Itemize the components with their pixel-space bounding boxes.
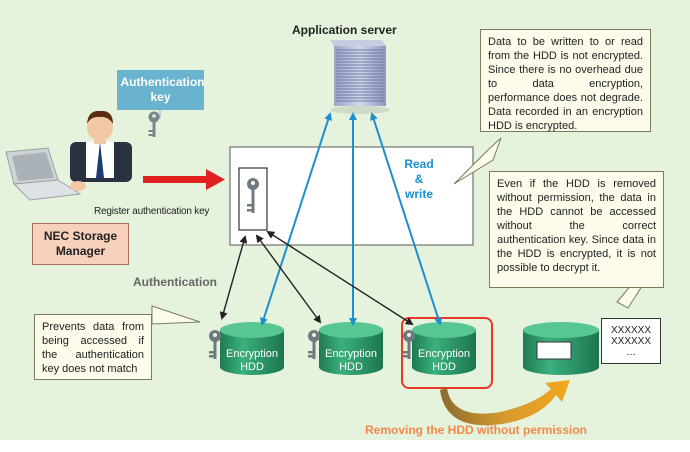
auth-key-box: Authentication key bbox=[117, 70, 205, 110]
auth-key-icon bbox=[148, 111, 160, 137]
decrypt-output-text: XXXXXX XXXXXX … bbox=[610, 324, 652, 358]
administrator-person-icon bbox=[5, 110, 132, 201]
authentication-label: Authentication bbox=[133, 275, 217, 289]
hdd-key-icon bbox=[209, 330, 221, 359]
note-left: Prevents data from being accessed if the… bbox=[34, 314, 152, 380]
hdd-label: Encryption HDD bbox=[226, 348, 278, 373]
hdd-key-icon bbox=[403, 330, 415, 359]
read-write-label: Read & write bbox=[404, 157, 434, 201]
application-server-label: Application server bbox=[292, 23, 397, 37]
note-top-tail bbox=[453, 137, 502, 185]
register-label: Register authentication key bbox=[94, 206, 210, 217]
note-top: Data to be written to or read from the H… bbox=[480, 29, 651, 132]
read-write-arrow bbox=[370, 112, 442, 326]
key-card bbox=[238, 167, 268, 231]
key-icon bbox=[247, 178, 259, 213]
removed-hdd bbox=[523, 322, 599, 375]
removing-hdd-label: Removing the HDD without permission bbox=[365, 423, 588, 437]
application-server-icon bbox=[330, 40, 390, 114]
encryption-hdd-1 bbox=[220, 322, 284, 375]
encryption-hdd-2 bbox=[319, 322, 383, 375]
hdd-label: Encryption HDD bbox=[325, 348, 377, 373]
hdd-key-icon bbox=[308, 330, 320, 359]
decrypt-output-box: XXXXXX XXXXXX … bbox=[601, 318, 661, 364]
note-right: Even if the HDD is removed without permi… bbox=[489, 171, 664, 288]
authentication-arrow bbox=[219, 235, 248, 320]
hdd-label: Encryption HDD bbox=[418, 348, 470, 373]
register-arrow bbox=[143, 169, 225, 190]
removal-arrow bbox=[440, 380, 570, 426]
auth-key-label: Authentication key bbox=[120, 75, 205, 104]
encryption-hdd-3 bbox=[412, 322, 476, 375]
authentication-arrow bbox=[266, 230, 414, 326]
nec-storage-manager-label: NEC Storage Manager bbox=[43, 229, 118, 258]
note-left-tail bbox=[151, 305, 201, 325]
nec-storage-manager-box: NEC Storage Manager bbox=[32, 223, 129, 265]
